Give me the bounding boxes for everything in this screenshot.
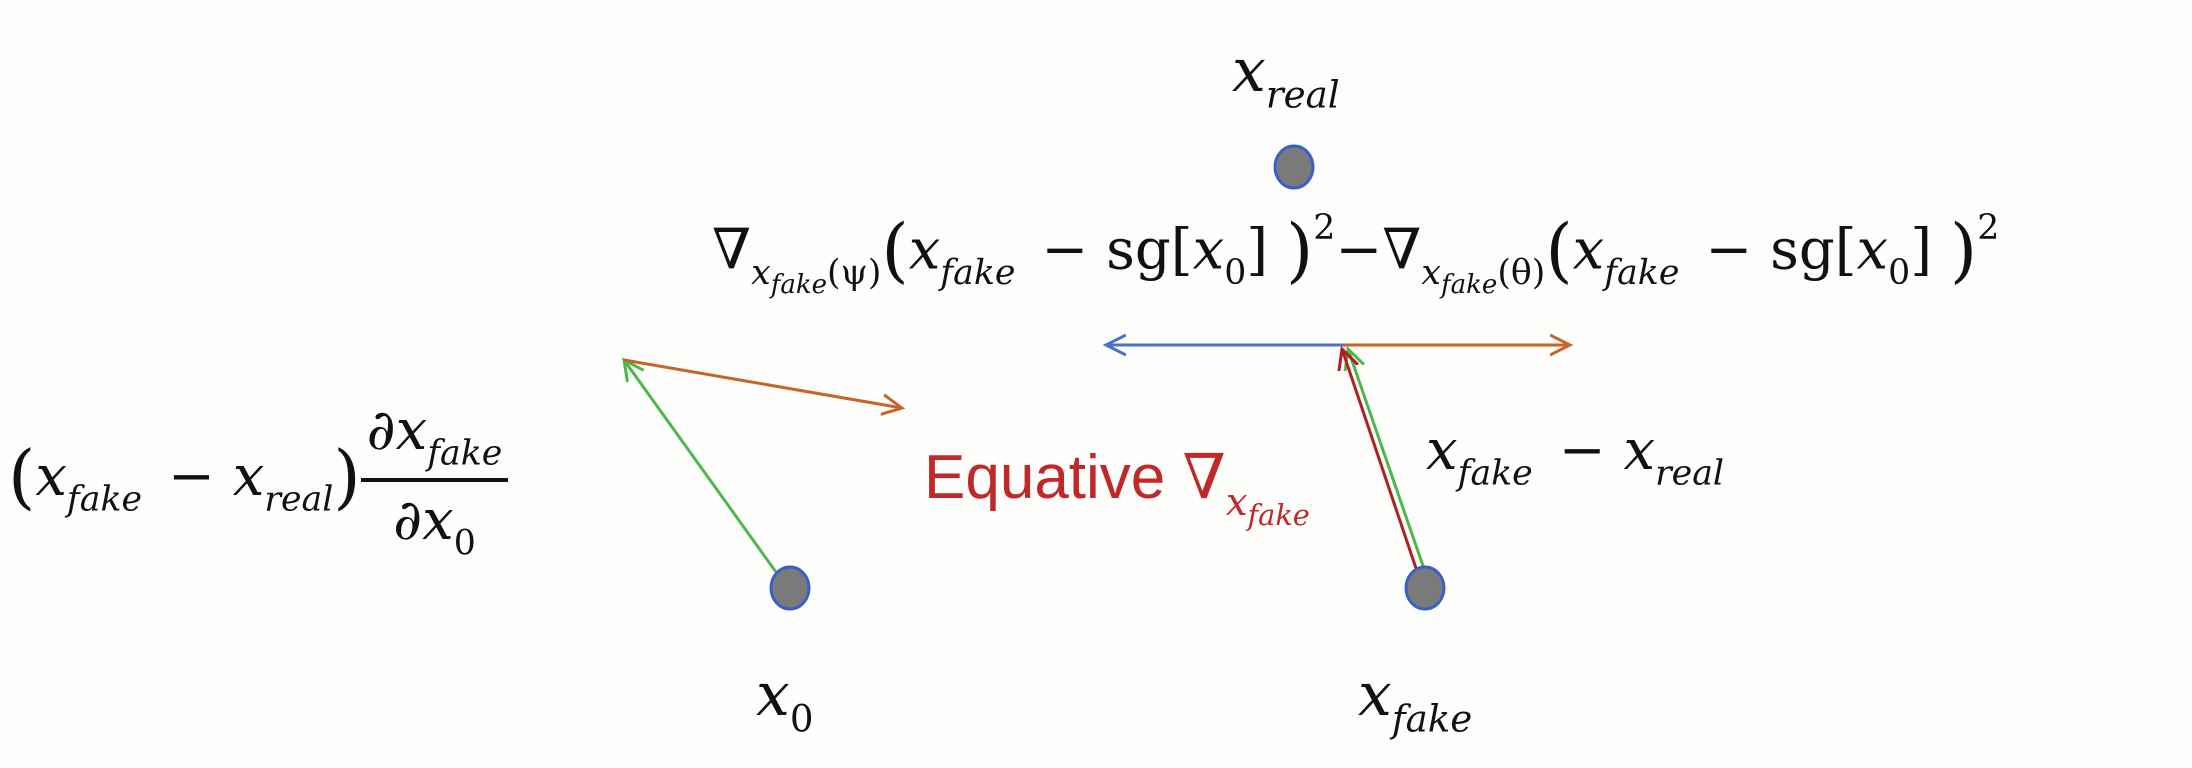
label-x-real: xreal [1232,36,1340,117]
point-x-0 [769,565,811,611]
point-x-fake [1404,565,1446,611]
label-x-0: x0 [756,660,814,741]
orange-arrow-left [623,358,902,408]
right-difference-formula: xfake− xreal [1426,418,1725,494]
top-gradient-formula: ∇xfake(ψ)(xfake− sg[x0] )2−∇xfake(θ)(xfa… [712,208,2000,301]
point-x-real [1273,144,1315,190]
partial-fraction: ∂xfake∂x0 [360,398,509,563]
red-arrow-right [1342,349,1424,587]
left-chain-rule-formula: (xfake− xreal)∂xfake∂x0 [8,398,509,563]
label-x-fake: xfake [1358,660,1473,741]
green-arrow-left [624,360,788,587]
equative-gradient-label: Equative ∇xfake [924,440,1310,533]
green-arrow-right [1348,349,1432,587]
